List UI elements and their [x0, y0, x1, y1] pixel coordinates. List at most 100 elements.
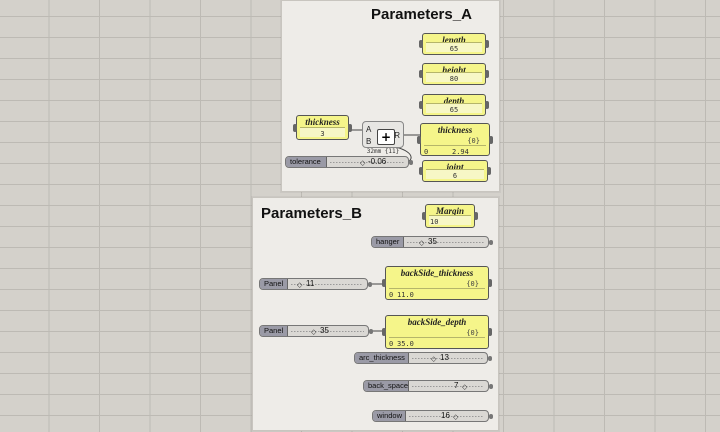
param-value: 80	[449, 75, 459, 83]
slider-knob[interactable]: ◇	[360, 159, 366, 167]
row-index: 0	[389, 291, 394, 299]
plus-icon: +	[377, 129, 395, 145]
output-grip[interactable]	[489, 384, 493, 389]
output-grip[interactable]	[368, 282, 372, 287]
param-joint[interactable]: joint 6	[419, 160, 491, 182]
input-grip[interactable]	[382, 279, 386, 287]
output-grip[interactable]	[369, 329, 373, 334]
param-thickness-input[interactable]: thickness 3	[293, 115, 352, 140]
panel-name: backSide_depth	[407, 317, 467, 327]
output-grip[interactable]	[488, 279, 492, 287]
param-height[interactable]: height 80	[419, 63, 489, 85]
slider-knob[interactable]: ◇	[453, 413, 459, 421]
param-name: depth	[443, 96, 465, 106]
slider-track	[412, 386, 484, 387]
slider-knob[interactable]: ◇	[462, 383, 468, 391]
group-parameters-b: Parameters_B	[252, 197, 499, 431]
param-body	[429, 215, 471, 225]
slider-value: 13	[440, 353, 449, 362]
param-margin[interactable]: Margin 10	[422, 204, 478, 228]
slider-arc-thickness[interactable]: arc_thickness ◇ 13	[354, 352, 492, 364]
output-grip[interactable]	[487, 167, 491, 175]
slider-panel-2[interactable]: Panel ◇ 35	[259, 325, 373, 337]
param-name: height	[442, 65, 466, 75]
slider-label: arc_thickness	[355, 353, 409, 363]
slider-label: tolerance	[286, 157, 327, 167]
output-grip[interactable]	[488, 356, 492, 361]
param-value: 6	[452, 172, 458, 180]
slider-knob[interactable]: ◇	[431, 355, 437, 363]
slider-track	[412, 358, 483, 359]
output-grip[interactable]	[485, 70, 489, 78]
output-grip[interactable]	[348, 123, 352, 132]
slider-knob[interactable]: ◇	[311, 328, 317, 336]
output-grip[interactable]	[474, 212, 478, 220]
component-footer: 32mm {11}	[366, 148, 400, 155]
slider-track	[291, 331, 364, 332]
slider-track	[291, 284, 363, 285]
param-value: 65	[449, 106, 459, 114]
panel-name: backSide_thickness	[400, 268, 474, 278]
slider-label: Panel	[260, 326, 288, 336]
slider-window[interactable]: window 16 ◇	[372, 410, 493, 422]
slider-value: 16	[441, 411, 450, 420]
input-grip[interactable]	[422, 212, 426, 220]
output-grip[interactable]	[485, 40, 489, 48]
row-index: 0	[389, 340, 394, 348]
row-value: 11.0	[397, 291, 414, 299]
param-length[interactable]: length 65	[419, 33, 489, 55]
input-grip[interactable]	[419, 167, 423, 175]
slider-label: back_space	[364, 381, 409, 391]
param-name: thickness	[305, 117, 340, 127]
param-body	[426, 169, 484, 179]
slider-track	[407, 242, 484, 243]
row-value: 2.94	[452, 148, 469, 156]
slider-label: hanger	[372, 237, 404, 247]
panel-name: thickness	[437, 125, 473, 135]
param-value: 3	[320, 130, 325, 138]
slider-knob[interactable]: ◇	[297, 281, 303, 289]
output-grip[interactable]	[489, 414, 493, 419]
input-b-port[interactable]: B	[366, 137, 372, 146]
slider-track	[409, 416, 484, 417]
slider-knob[interactable]: ◇	[419, 239, 425, 247]
input-grip[interactable]	[293, 123, 297, 132]
input-grip[interactable]	[382, 328, 386, 336]
slider-track	[330, 162, 404, 163]
param-depth[interactable]: depth 65	[419, 94, 489, 116]
slider-hanger[interactable]: hanger ◇ 35	[371, 236, 493, 248]
param-name: Margin	[435, 206, 464, 216]
param-body	[426, 72, 482, 82]
slider-back-space[interactable]: back_space 7 ◇	[363, 380, 493, 392]
output-grip[interactable]	[409, 160, 413, 165]
output-grip[interactable]	[485, 101, 489, 109]
input-a-port[interactable]: A	[366, 125, 372, 134]
input-grip[interactable]	[419, 70, 423, 78]
input-grip[interactable]	[417, 135, 421, 144]
param-body	[426, 42, 482, 52]
output-grip[interactable]	[489, 240, 493, 245]
slider-panel-1[interactable]: Panel ◇ 11	[259, 278, 372, 290]
group-title: Parameters_B	[261, 205, 362, 222]
output-grip[interactable]	[489, 135, 493, 144]
slider-label: Panel	[260, 279, 288, 289]
output-r-port[interactable]: R	[394, 131, 400, 140]
panel-header: {0}	[424, 137, 486, 146]
addition-component[interactable]: A B + R 32mm {11}	[362, 121, 404, 155]
param-value: 65	[449, 45, 459, 53]
input-grip[interactable]	[419, 101, 423, 109]
slider-tolerance[interactable]: tolerance ◇ -0.06	[285, 156, 413, 168]
input-grip[interactable]	[419, 40, 423, 48]
output-grip[interactable]	[488, 328, 492, 336]
param-name: length	[442, 35, 466, 45]
group-title: Parameters_A	[371, 6, 472, 23]
param-body	[426, 103, 482, 113]
row-index: 0	[424, 148, 429, 156]
param-body	[300, 127, 345, 137]
